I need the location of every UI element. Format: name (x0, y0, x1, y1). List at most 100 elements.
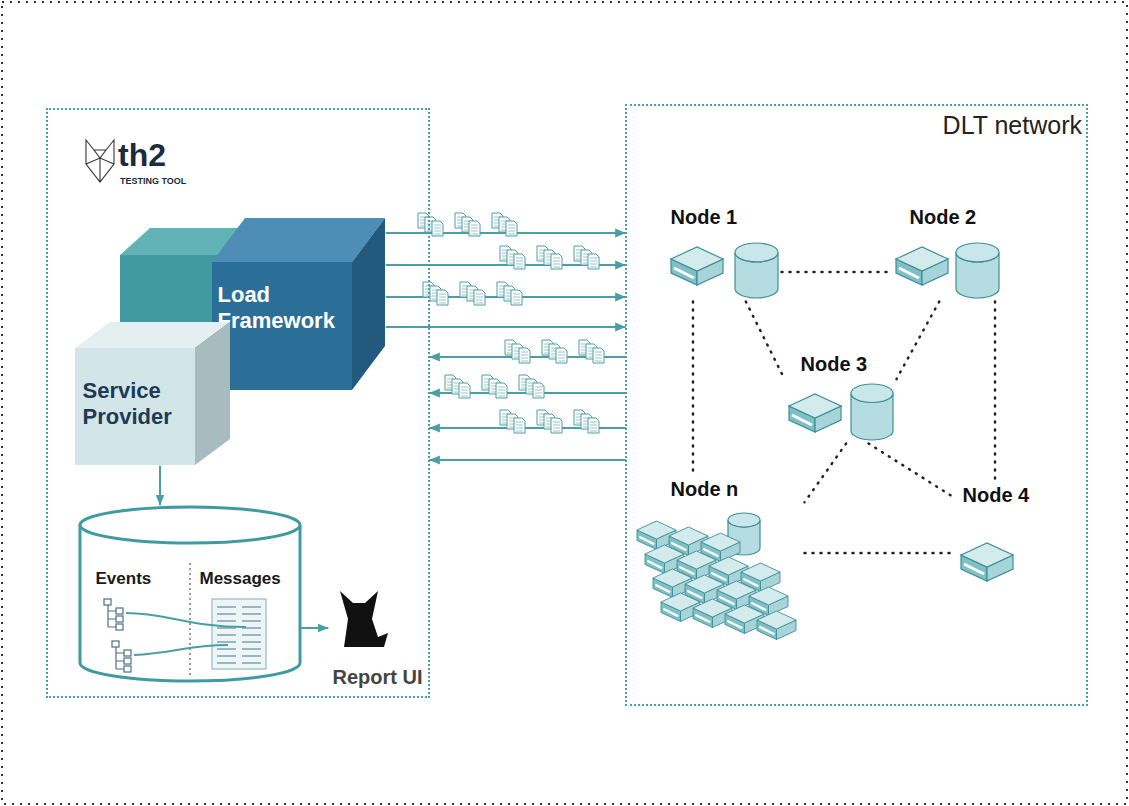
drawing-part (434, 225, 441, 226)
drawing-part (701, 542, 721, 562)
node-link (782, 271, 888, 274)
drawing-part (677, 560, 697, 580)
drawing-part (498, 396, 505, 397)
drawing-part (464, 227, 471, 228)
drawing-part (499, 289, 506, 290)
drawing-part (506, 299, 513, 300)
drawing-part (535, 396, 542, 397)
drawing-part (581, 414, 592, 429)
message-bundle (500, 410, 599, 433)
drawing-part (583, 418, 590, 419)
drawing-part (509, 260, 516, 261)
drawing-part (494, 223, 501, 224)
drawing-part (546, 257, 553, 258)
drawing-part (776, 620, 796, 640)
drawing-part (727, 620, 742, 628)
drawing-part (516, 258, 523, 259)
drawing-part (506, 221, 517, 236)
drawing-part (553, 258, 560, 259)
drawing-part (593, 348, 604, 363)
drawing-part (498, 390, 505, 391)
drawing-part (464, 230, 471, 231)
drawing-part (574, 246, 585, 261)
drawing-part (576, 250, 583, 251)
drawing-part (217, 648, 236, 650)
drawing-part (499, 217, 510, 232)
drawing-part (80, 507, 300, 543)
drawing-part (581, 353, 588, 354)
node-label: Load Framework (218, 282, 350, 335)
node-label: TESTING TOOL (120, 176, 240, 187)
database-icon (851, 384, 893, 440)
drawing-part (757, 620, 777, 640)
drawing-part (86, 140, 114, 182)
drawing-part (576, 417, 583, 418)
drawing-part (502, 250, 509, 251)
drawing-part (507, 250, 518, 265)
drawing-part (553, 261, 560, 262)
drawing-part (516, 428, 523, 429)
drawing-part (516, 261, 523, 262)
drawing-part (544, 250, 555, 265)
drawing-part (507, 414, 518, 429)
node-label: th2 (118, 136, 238, 174)
drawing-part (961, 555, 987, 581)
drawing-part (474, 290, 485, 305)
drawing-part (533, 383, 544, 398)
drawing-part (492, 213, 503, 228)
drawing-part (521, 379, 528, 380)
drawing-part (134, 645, 228, 655)
drawing-part (956, 243, 999, 262)
drawing-part (544, 414, 555, 429)
drawing-part (544, 353, 551, 354)
drawing-part (116, 645, 124, 669)
drawing-part (420, 226, 427, 227)
drawing-part (217, 634, 236, 636)
drawing-part (588, 357, 595, 358)
drawing-part (711, 572, 726, 580)
drawing-part (581, 414, 592, 429)
drawing-part (553, 428, 560, 429)
drawing-part (80, 525, 300, 681)
drawing-part (741, 563, 780, 581)
drawing-part (590, 422, 597, 423)
drawing-part (499, 295, 506, 296)
drawing-part (484, 382, 491, 383)
drawing-part (539, 423, 546, 424)
drawing-part (501, 230, 508, 231)
drawing-part (460, 282, 471, 297)
drawing-part (439, 303, 446, 304)
node-label: DLT network (877, 110, 1082, 140)
drawing-part (595, 352, 602, 353)
drawing-part (697, 259, 723, 285)
server-icon (961, 543, 1013, 581)
drawing-part (671, 247, 723, 271)
drawing-part (922, 259, 948, 285)
drawing-part (661, 602, 681, 622)
tool-panel: Load FrameworkService ProviderEventsMess… (46, 108, 430, 698)
drawing-part (669, 527, 708, 545)
drawing-part (496, 383, 507, 398)
drawing-part (484, 379, 491, 380)
node-link (869, 444, 955, 498)
drawing-part (519, 348, 530, 363)
drawing-part (112, 641, 119, 647)
drawing-part (425, 217, 436, 232)
drawing-part (637, 521, 676, 539)
drawing-part (502, 256, 509, 257)
drawing-part (469, 290, 476, 291)
drawing-part (502, 423, 509, 424)
drawing-part (494, 220, 501, 221)
drawing-part (688, 536, 708, 556)
drawing-part (728, 520, 760, 555)
drawing-part (437, 290, 448, 305)
drawing-part (749, 587, 788, 605)
event-tree-icon (112, 641, 131, 672)
drawing-part (494, 217, 501, 218)
text-holder: Report UI (328, 665, 428, 689)
drawing-part (558, 352, 565, 353)
drawing-part (120, 228, 280, 255)
drawing-part (508, 231, 515, 232)
server-icon (661, 593, 700, 622)
drawing-part (505, 340, 516, 355)
